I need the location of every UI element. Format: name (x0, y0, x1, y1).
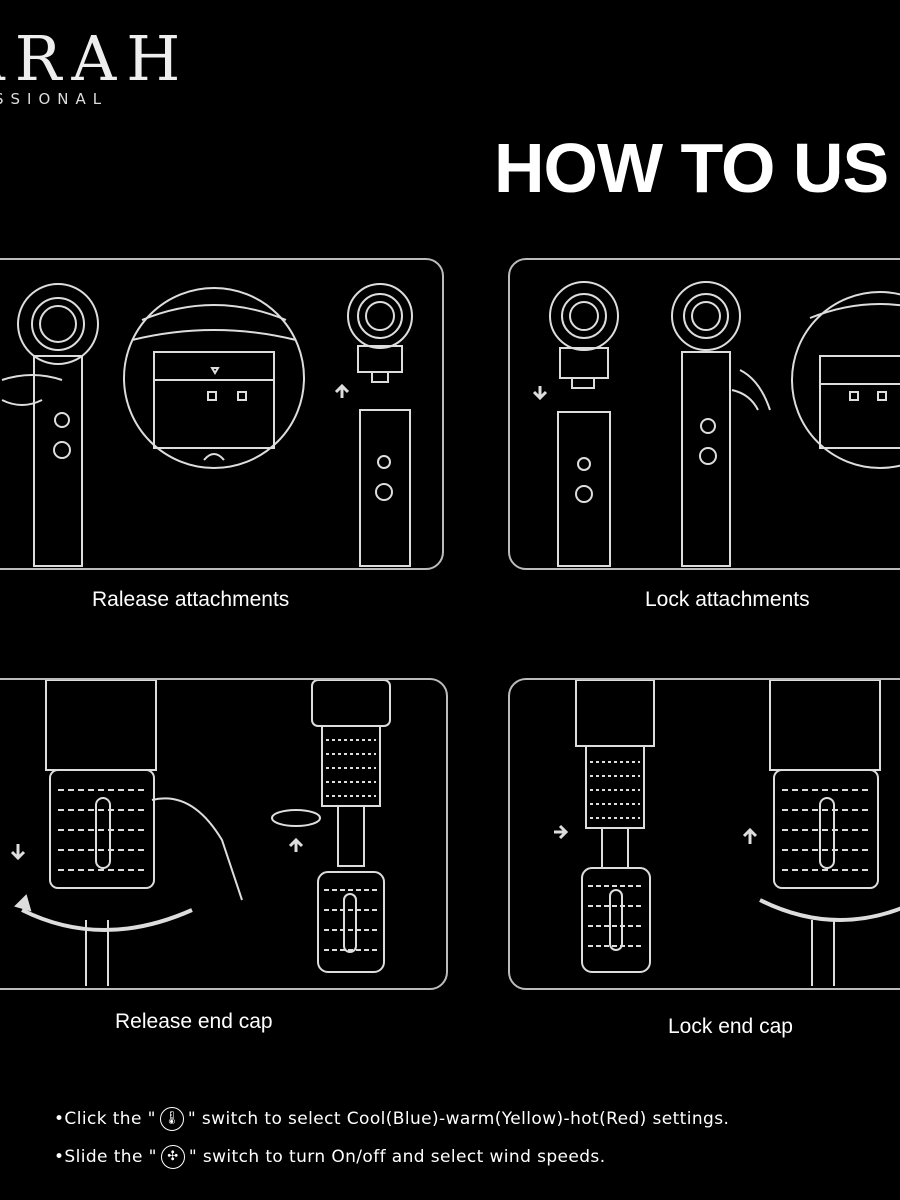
step-release-end-cap-illustration (0, 678, 448, 990)
step-caption-release-end-cap: Release end cap (115, 1010, 273, 1033)
brand-logo: ARAH SSIONAL (0, 22, 191, 109)
thermometer-icon: 🌡 (159, 1107, 184, 1131)
usage-notes: •Click the " 🌡 " switch to select Cool(B… (54, 1100, 729, 1176)
step-release-attachments-illustration (0, 258, 444, 570)
step-caption-lock-end-cap: Lock end cap (668, 1015, 793, 1038)
page-title: HOW TO US (494, 129, 889, 207)
note-text-end: " switch to turn On/off and select wind … (188, 1147, 606, 1167)
note-fan-switch: •Slide the " ✣ " switch to turn On/off a… (54, 1138, 729, 1176)
step-caption-lock-attachments: Lock attachments (645, 588, 810, 611)
note-text-start: •Slide the " (54, 1147, 157, 1167)
note-text-start: •Click the " (54, 1109, 156, 1129)
fan-icon: ✣ (160, 1145, 185, 1169)
step-caption-release-attachments: Ralease attachments (92, 588, 290, 611)
note-text-end: " switch to select Cool(Blue)-warm(Yello… (187, 1109, 730, 1129)
step-lock-end-cap-illustration (508, 678, 900, 990)
brand-subtitle: SSIONAL (0, 90, 109, 108)
step-lock-attachments-illustration (508, 258, 900, 570)
note-temperature-switch: •Click the " 🌡 " switch to select Cool(B… (54, 1100, 729, 1138)
brand-name: ARAH (0, 22, 191, 95)
